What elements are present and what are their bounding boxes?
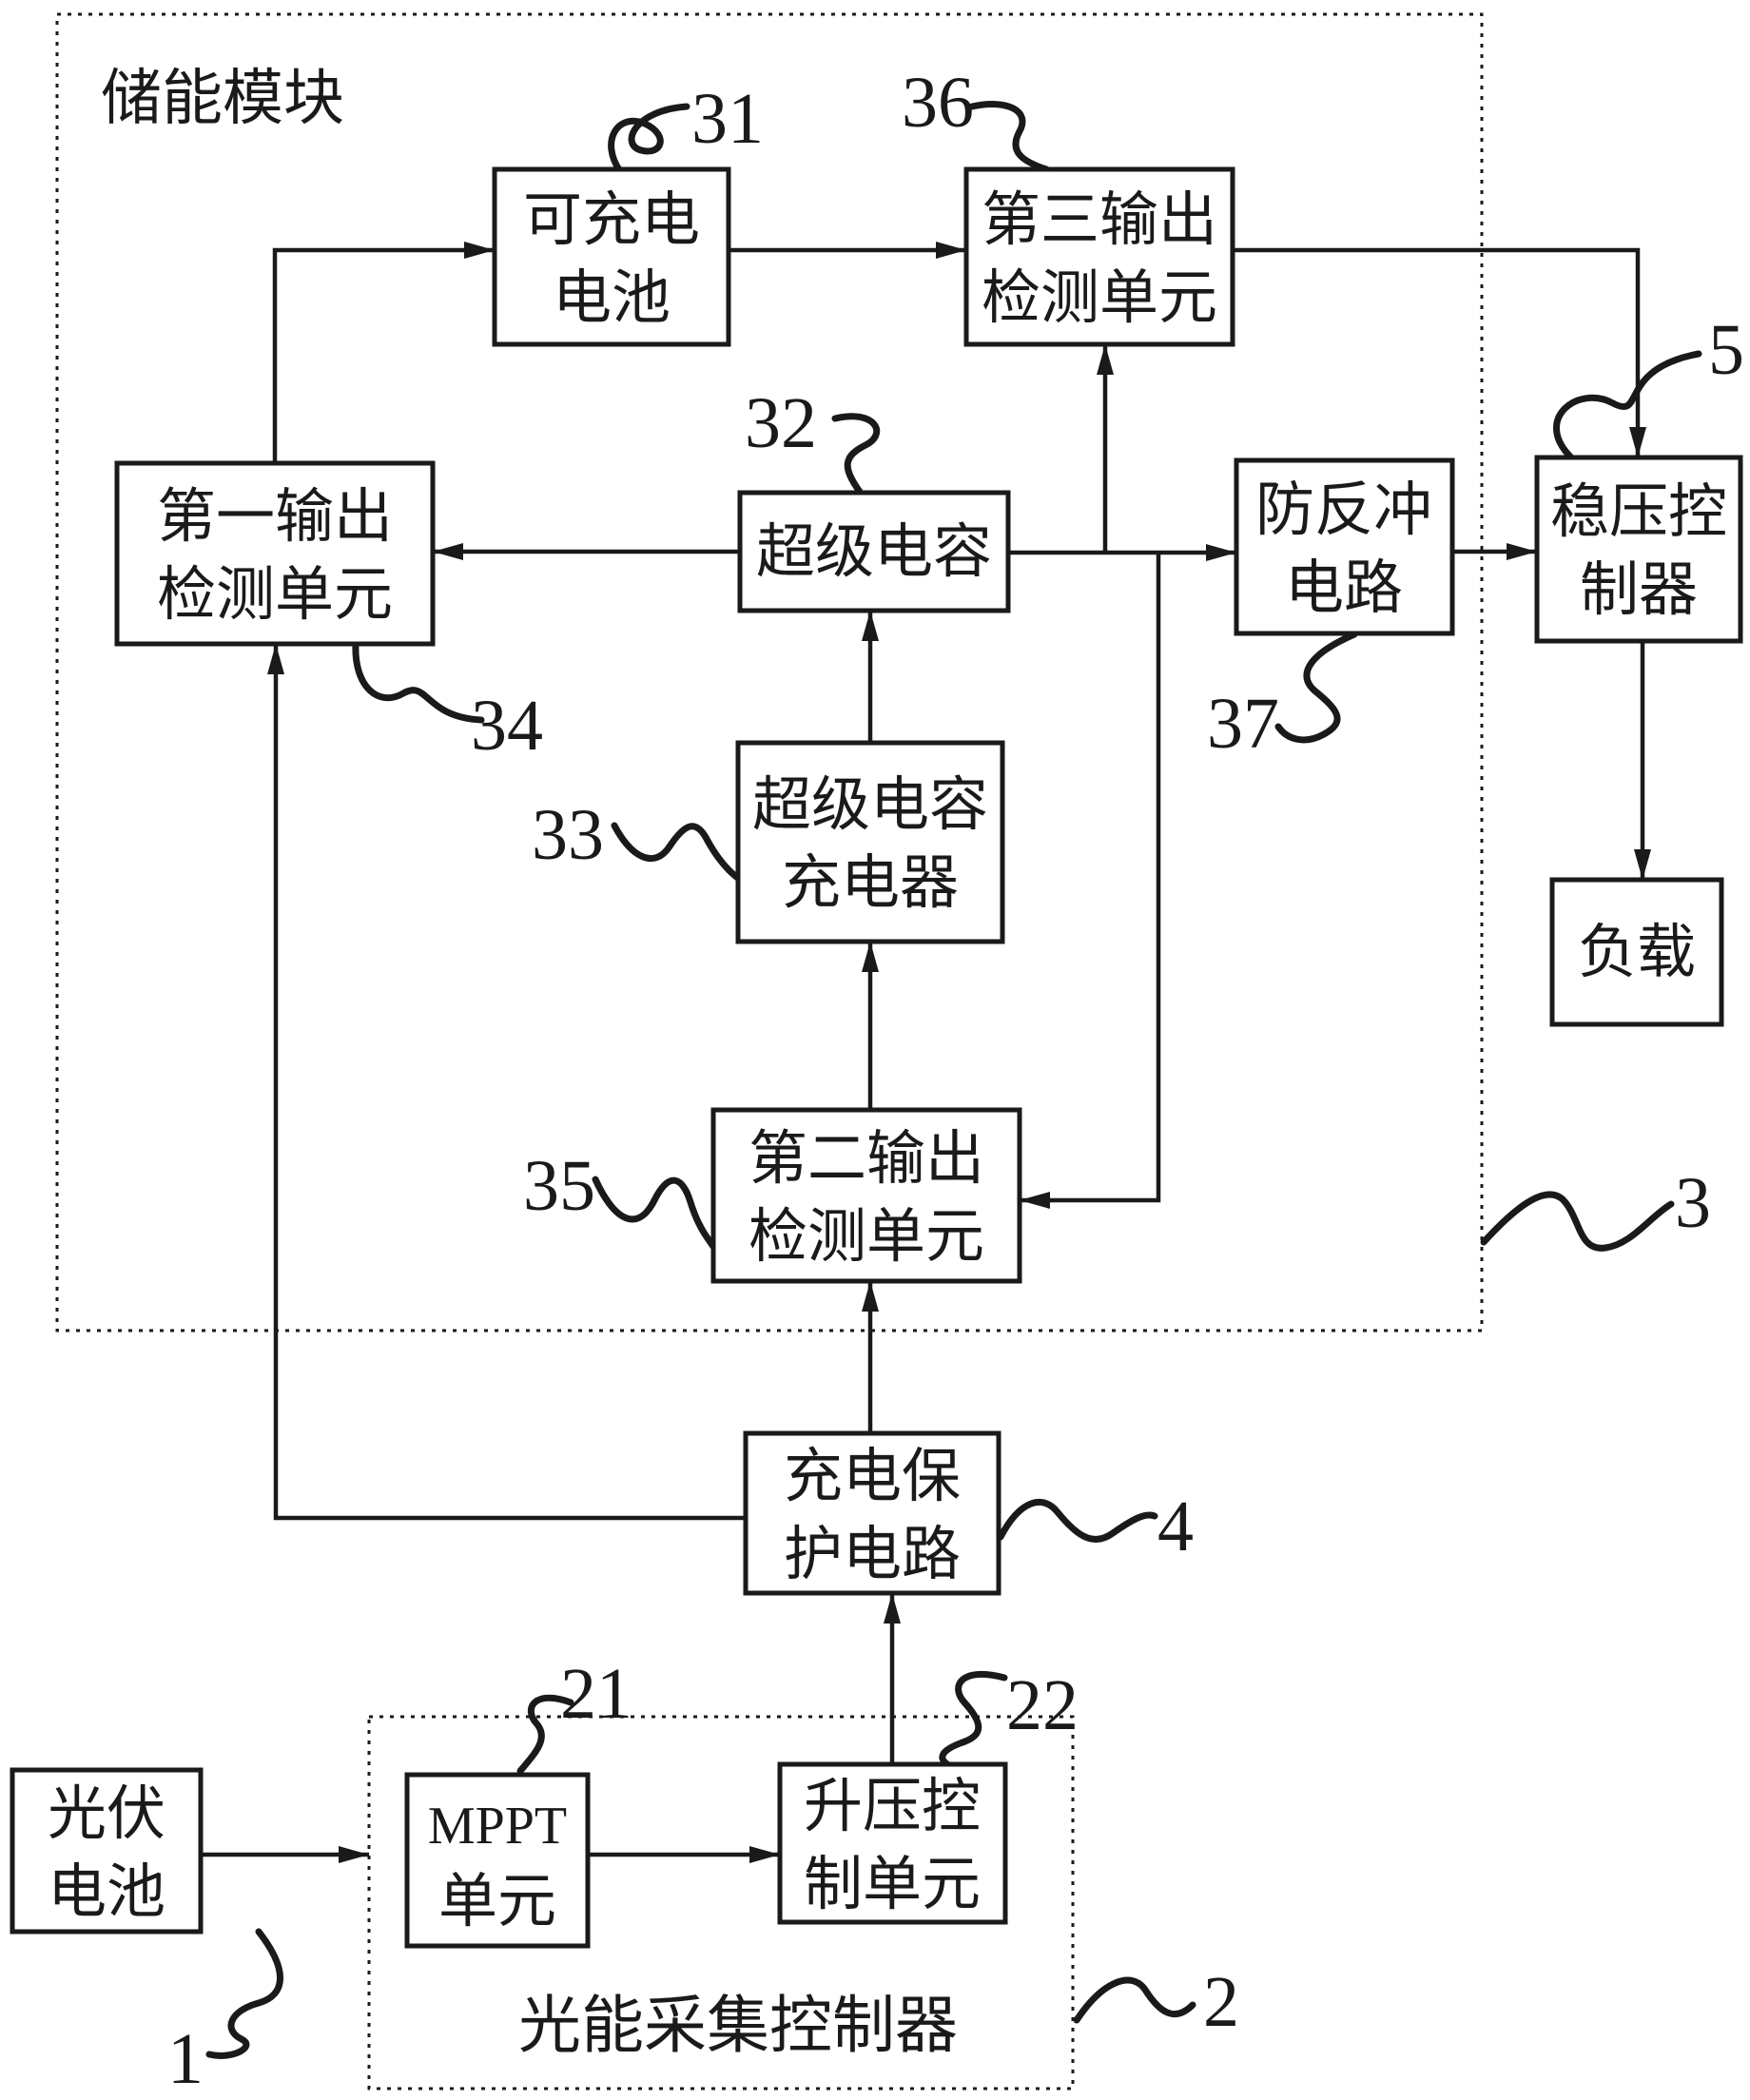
rechargeable-battery-line1: 可充电 bbox=[523, 188, 700, 253]
leader-ref-3 bbox=[1480, 1191, 1675, 1252]
ref-label-5: 5 bbox=[1708, 310, 1744, 390]
ref-label-37: 37 bbox=[1207, 684, 1279, 764]
second-output-detect-box bbox=[710, 1107, 1022, 1284]
block-pv-cell: 光伏 电池 bbox=[10, 1767, 204, 1935]
pv-cell-line2: 电池 bbox=[48, 1860, 165, 1925]
anti-backflow-line1: 防反冲 bbox=[1255, 478, 1432, 543]
leader-ref-33 bbox=[611, 822, 743, 883]
ref-label-36: 36 bbox=[902, 63, 974, 143]
ref-label-35: 35 bbox=[523, 1146, 595, 1226]
load-box bbox=[1549, 877, 1724, 1027]
leader-ref-21 bbox=[516, 1694, 574, 1775]
supercapacitor-line1: 超级电容 bbox=[756, 520, 992, 585]
voltage-regulator-line2: 制器 bbox=[1580, 558, 1698, 623]
leader-ref-1 bbox=[205, 1928, 283, 2059]
ref-label-32: 32 bbox=[745, 383, 817, 463]
leader-ref-22 bbox=[939, 1670, 1008, 1768]
leader-ref-2 bbox=[1073, 1976, 1196, 2024]
block-second-output-detect: 第二输出 检测单元 bbox=[710, 1107, 1022, 1284]
ref-label-22: 22 bbox=[1006, 1665, 1079, 1745]
block-load: 负载 bbox=[1549, 877, 1724, 1027]
first-output-detect-box bbox=[114, 460, 436, 647]
block-anti-backflow: 防反冲 电路 bbox=[1234, 457, 1455, 636]
supercap-charger-line2: 充电器 bbox=[782, 851, 959, 916]
leader-ref-32 bbox=[831, 413, 881, 496]
ref-label-21: 21 bbox=[560, 1654, 632, 1734]
boost-control-line2: 制单元 bbox=[804, 1853, 981, 1917]
first-output-detect-line1: 第一输出 bbox=[157, 485, 393, 550]
pv-cell-line1: 光伏 bbox=[48, 1782, 165, 1847]
charge-protection-line1: 充电保 bbox=[784, 1445, 961, 1509]
wire-protection-to-first-output bbox=[267, 644, 746, 1521]
supercap-charger-box bbox=[735, 740, 1005, 944]
block-rechargeable-battery: 可充电 电池 bbox=[492, 166, 731, 347]
block-voltage-regulator: 稳压控 制器 bbox=[1534, 455, 1743, 644]
leader-ref-31 bbox=[608, 103, 690, 175]
mppt-unit-line1: MPPT bbox=[428, 1797, 567, 1856]
pv-cell-box bbox=[10, 1767, 204, 1935]
leader-ref-35 bbox=[592, 1176, 718, 1252]
collector-module-boundary bbox=[367, 1715, 1075, 2090]
second-output-detect-line1: 第二输出 bbox=[749, 1127, 984, 1192]
boost-control-box bbox=[777, 1761, 1008, 1925]
ref-label-33: 33 bbox=[532, 795, 604, 875]
ref-label-3: 3 bbox=[1675, 1163, 1711, 1243]
mppt-unit-line2: 单元 bbox=[438, 1870, 556, 1935]
collector-module-title: 光能采集控制器 bbox=[518, 1992, 958, 2061]
anti-backflow-line2: 电路 bbox=[1285, 556, 1403, 621]
block-boost-control: 升压控 制单元 bbox=[777, 1761, 1008, 1925]
supercapacitor-box bbox=[737, 490, 1011, 613]
rechargeable-battery-line2: 电池 bbox=[553, 266, 671, 331]
leader-ref-4 bbox=[997, 1499, 1158, 1543]
third-output-detect-line1: 第三输出 bbox=[982, 188, 1217, 253]
block-supercapacitor: 超级电容 bbox=[737, 490, 1011, 613]
voltage-regulator-box bbox=[1534, 455, 1743, 644]
leader-ref-5 bbox=[1553, 350, 1702, 460]
ref-label-4: 4 bbox=[1157, 1487, 1194, 1566]
block-third-output-detect: 第三输出 检测单元 bbox=[963, 166, 1235, 347]
anti-backflow-box bbox=[1234, 457, 1455, 636]
block-mppt-unit: MPPT 单元 bbox=[404, 1772, 591, 1949]
first-output-detect-line2: 检测单元 bbox=[157, 563, 393, 628]
voltage-regulator-line1: 稳压控 bbox=[1550, 480, 1727, 545]
third-output-detect-box bbox=[963, 166, 1235, 347]
boost-control-line1: 升压控 bbox=[804, 1775, 981, 1839]
ref-label-2: 2 bbox=[1203, 1962, 1239, 2042]
ref-label-34: 34 bbox=[471, 686, 543, 766]
supercap-charger-line1: 超级电容 bbox=[752, 773, 988, 838]
ref-label-31: 31 bbox=[691, 79, 764, 159]
charge-protection-box bbox=[743, 1430, 1001, 1596]
mppt-unit-box bbox=[404, 1772, 591, 1949]
wire-branch-down-to-second-output bbox=[1020, 553, 1161, 1209]
second-output-detect-line2: 检测单元 bbox=[749, 1205, 984, 1270]
leader-ref-36 bbox=[968, 101, 1050, 173]
leader-ref-37 bbox=[1274, 631, 1358, 744]
block-first-output-detect: 第一输出 检测单元 bbox=[114, 460, 436, 647]
third-output-detect-line2: 检测单元 bbox=[982, 266, 1217, 331]
wire-third-output-to-regulator bbox=[1233, 247, 1646, 457]
block-supercap-charger: 超级电容 充电器 bbox=[735, 740, 1005, 944]
load-line1: 负载 bbox=[1578, 921, 1696, 985]
ref-label-1: 1 bbox=[167, 2019, 204, 2099]
block-charge-protection: 充电保 护电路 bbox=[743, 1430, 1001, 1596]
rechargeable-battery-box bbox=[492, 166, 731, 347]
wire-first-output-to-battery bbox=[272, 242, 495, 463]
leader-ref-34 bbox=[352, 640, 485, 724]
charge-protection-line2: 护电路 bbox=[784, 1523, 961, 1587]
storage-module-boundary bbox=[55, 12, 1484, 1332]
storage-module-title: 储能模块 bbox=[101, 65, 344, 132]
